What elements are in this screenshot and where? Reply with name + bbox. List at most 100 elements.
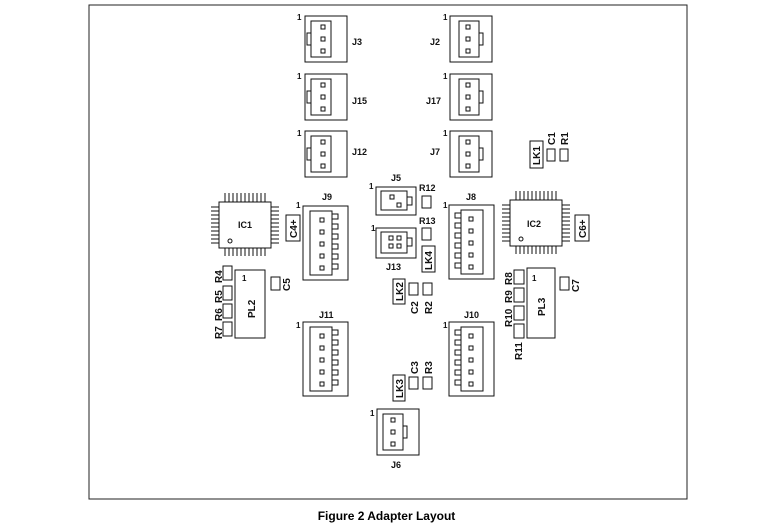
- label-j6: J6: [391, 460, 401, 470]
- label-pl2: PL2: [247, 299, 258, 318]
- label-r1: R1: [560, 132, 571, 145]
- label-lk1: LK1: [532, 146, 543, 165]
- label-c5: C5: [282, 278, 293, 291]
- label-c1: C1: [547, 132, 558, 145]
- capacitor-c2: [408, 282, 419, 296]
- link-lk2: [392, 278, 406, 305]
- connector-j12: [304, 130, 348, 178]
- label-j12: J12: [352, 147, 367, 157]
- connector-j17: [449, 73, 493, 121]
- label-r9: R9: [504, 290, 515, 303]
- plug-pl3: [526, 267, 556, 339]
- label-j8: J8: [466, 192, 476, 202]
- connector-j13: [375, 227, 417, 259]
- label-j7: J7: [430, 147, 440, 157]
- resistor-r11: [513, 323, 525, 339]
- capacitor-c3: [408, 376, 419, 390]
- link-lk1: [529, 140, 544, 169]
- label-pl3: PL3: [537, 297, 548, 316]
- pin1-marker: 1: [297, 72, 302, 81]
- component-labels: J3 J2 J15 J17 J12 J7 J5 R12 R13 J9 J8 J1…: [214, 13, 589, 470]
- resistor-r1: [559, 148, 569, 162]
- pin1-marker: 1: [443, 72, 448, 81]
- label-c3: C3: [410, 361, 421, 374]
- pin1-marker: 1: [297, 13, 302, 22]
- pin1-markers: 1 1 1 1 1 1 1 1 1 1 1 1 1 1 1: [242, 13, 537, 418]
- label-c6: C6+: [578, 219, 589, 238]
- label-j15: J15: [352, 96, 367, 106]
- label-j2: J2: [430, 37, 440, 47]
- pin1-marker: 1: [532, 274, 537, 283]
- label-j17: J17: [426, 96, 441, 106]
- chip-ic2: [502, 191, 570, 254]
- capacitor-c1: [546, 148, 556, 162]
- pin1-marker: 1: [369, 182, 374, 191]
- link-lk4: [421, 245, 436, 273]
- pin1-marker: 1: [370, 409, 375, 418]
- component-outlines: [211, 15, 590, 456]
- label-r12: R12: [419, 183, 436, 193]
- label-r13: R13: [419, 216, 436, 226]
- label-j5: J5: [391, 173, 401, 183]
- connector-j7: [449, 130, 493, 178]
- resistor-r3: [422, 376, 433, 390]
- resistor-r6: [222, 303, 233, 319]
- label-r11: R11: [514, 342, 525, 360]
- figure-caption: Figure 2 Adapter Layout: [317, 509, 456, 523]
- link-lk3: [392, 374, 406, 402]
- connector-j5: [375, 186, 417, 216]
- label-j3: J3: [352, 37, 362, 47]
- pin1-marker: 1: [297, 129, 302, 138]
- label-c7: C7: [571, 279, 582, 292]
- connector-j8: [448, 204, 495, 280]
- resistor-r5: [222, 285, 233, 301]
- connector-j9: [302, 205, 349, 281]
- label-r8: R8: [504, 272, 515, 285]
- resistor-r4: [222, 265, 233, 281]
- label-r3: R3: [424, 361, 435, 374]
- label-r5: R5: [214, 290, 225, 303]
- label-lk2: LK2: [395, 282, 406, 301]
- resistor-r12: [421, 195, 432, 209]
- connector-j2: [449, 15, 493, 63]
- label-ic2: IC2: [527, 219, 541, 229]
- resistor-r10: [513, 305, 525, 321]
- label-j13: J13: [386, 262, 401, 272]
- pin1-marker: 1: [443, 13, 448, 22]
- label-c4: C4+: [289, 219, 300, 238]
- resistor-r13: [421, 227, 432, 241]
- plug-pl2: [234, 269, 266, 339]
- connector-j15: [304, 73, 348, 121]
- label-ic1: IC1: [238, 220, 252, 230]
- label-r7: R7: [214, 326, 225, 339]
- label-r2: R2: [424, 301, 435, 314]
- capacitor-c4: [285, 214, 301, 242]
- label-r10: R10: [504, 308, 515, 327]
- pin1-marker: 1: [371, 224, 376, 233]
- connector-j6: [376, 408, 420, 456]
- label-r6: R6: [214, 308, 225, 321]
- label-c2: C2: [410, 301, 421, 314]
- resistor-r9: [513, 287, 525, 303]
- label-lk4: LK4: [424, 251, 435, 270]
- pin1-marker: 1: [296, 321, 301, 330]
- pin1-marker: 1: [443, 201, 448, 210]
- pin1-marker: 1: [443, 129, 448, 138]
- pin1-marker: 1: [443, 321, 448, 330]
- connector-j3: [304, 15, 348, 63]
- capacitor-c5: [270, 276, 281, 291]
- capacitor-c6: [574, 214, 590, 242]
- label-lk3: LK3: [395, 379, 406, 398]
- pin1-marker: 1: [242, 274, 247, 283]
- label-r4: R4: [214, 270, 225, 283]
- connector-j10: [448, 321, 495, 397]
- resistor-r8: [513, 269, 525, 285]
- connector-j11: [302, 321, 349, 397]
- board-outline: [88, 4, 688, 500]
- resistor-r7: [222, 321, 233, 337]
- resistor-r2: [422, 282, 433, 296]
- label-j11: J11: [319, 310, 334, 320]
- label-j9: J9: [322, 192, 332, 202]
- chip-ic1: [211, 193, 279, 256]
